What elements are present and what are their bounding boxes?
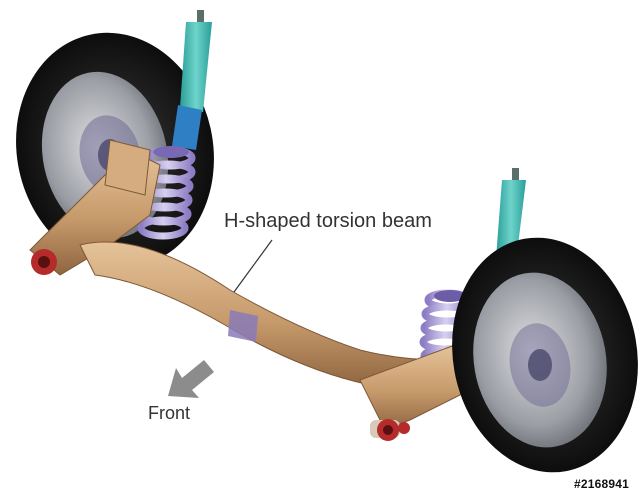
front-label: Front	[148, 403, 191, 423]
left-bushing	[31, 249, 57, 275]
beam-leader-line	[233, 239, 273, 293]
right-spring-seat	[434, 290, 466, 302]
image-id-watermark: #2168941	[574, 477, 629, 491]
torsion-beam-label: H-shaped torsion beam	[224, 210, 432, 232]
left-shock-absorber	[172, 10, 212, 150]
right-wheel	[452, 237, 638, 473]
torsion-beam	[29, 139, 471, 431]
front-arrow-icon	[168, 360, 214, 398]
left-spring-seat	[153, 146, 189, 158]
right-bushing	[370, 419, 410, 441]
